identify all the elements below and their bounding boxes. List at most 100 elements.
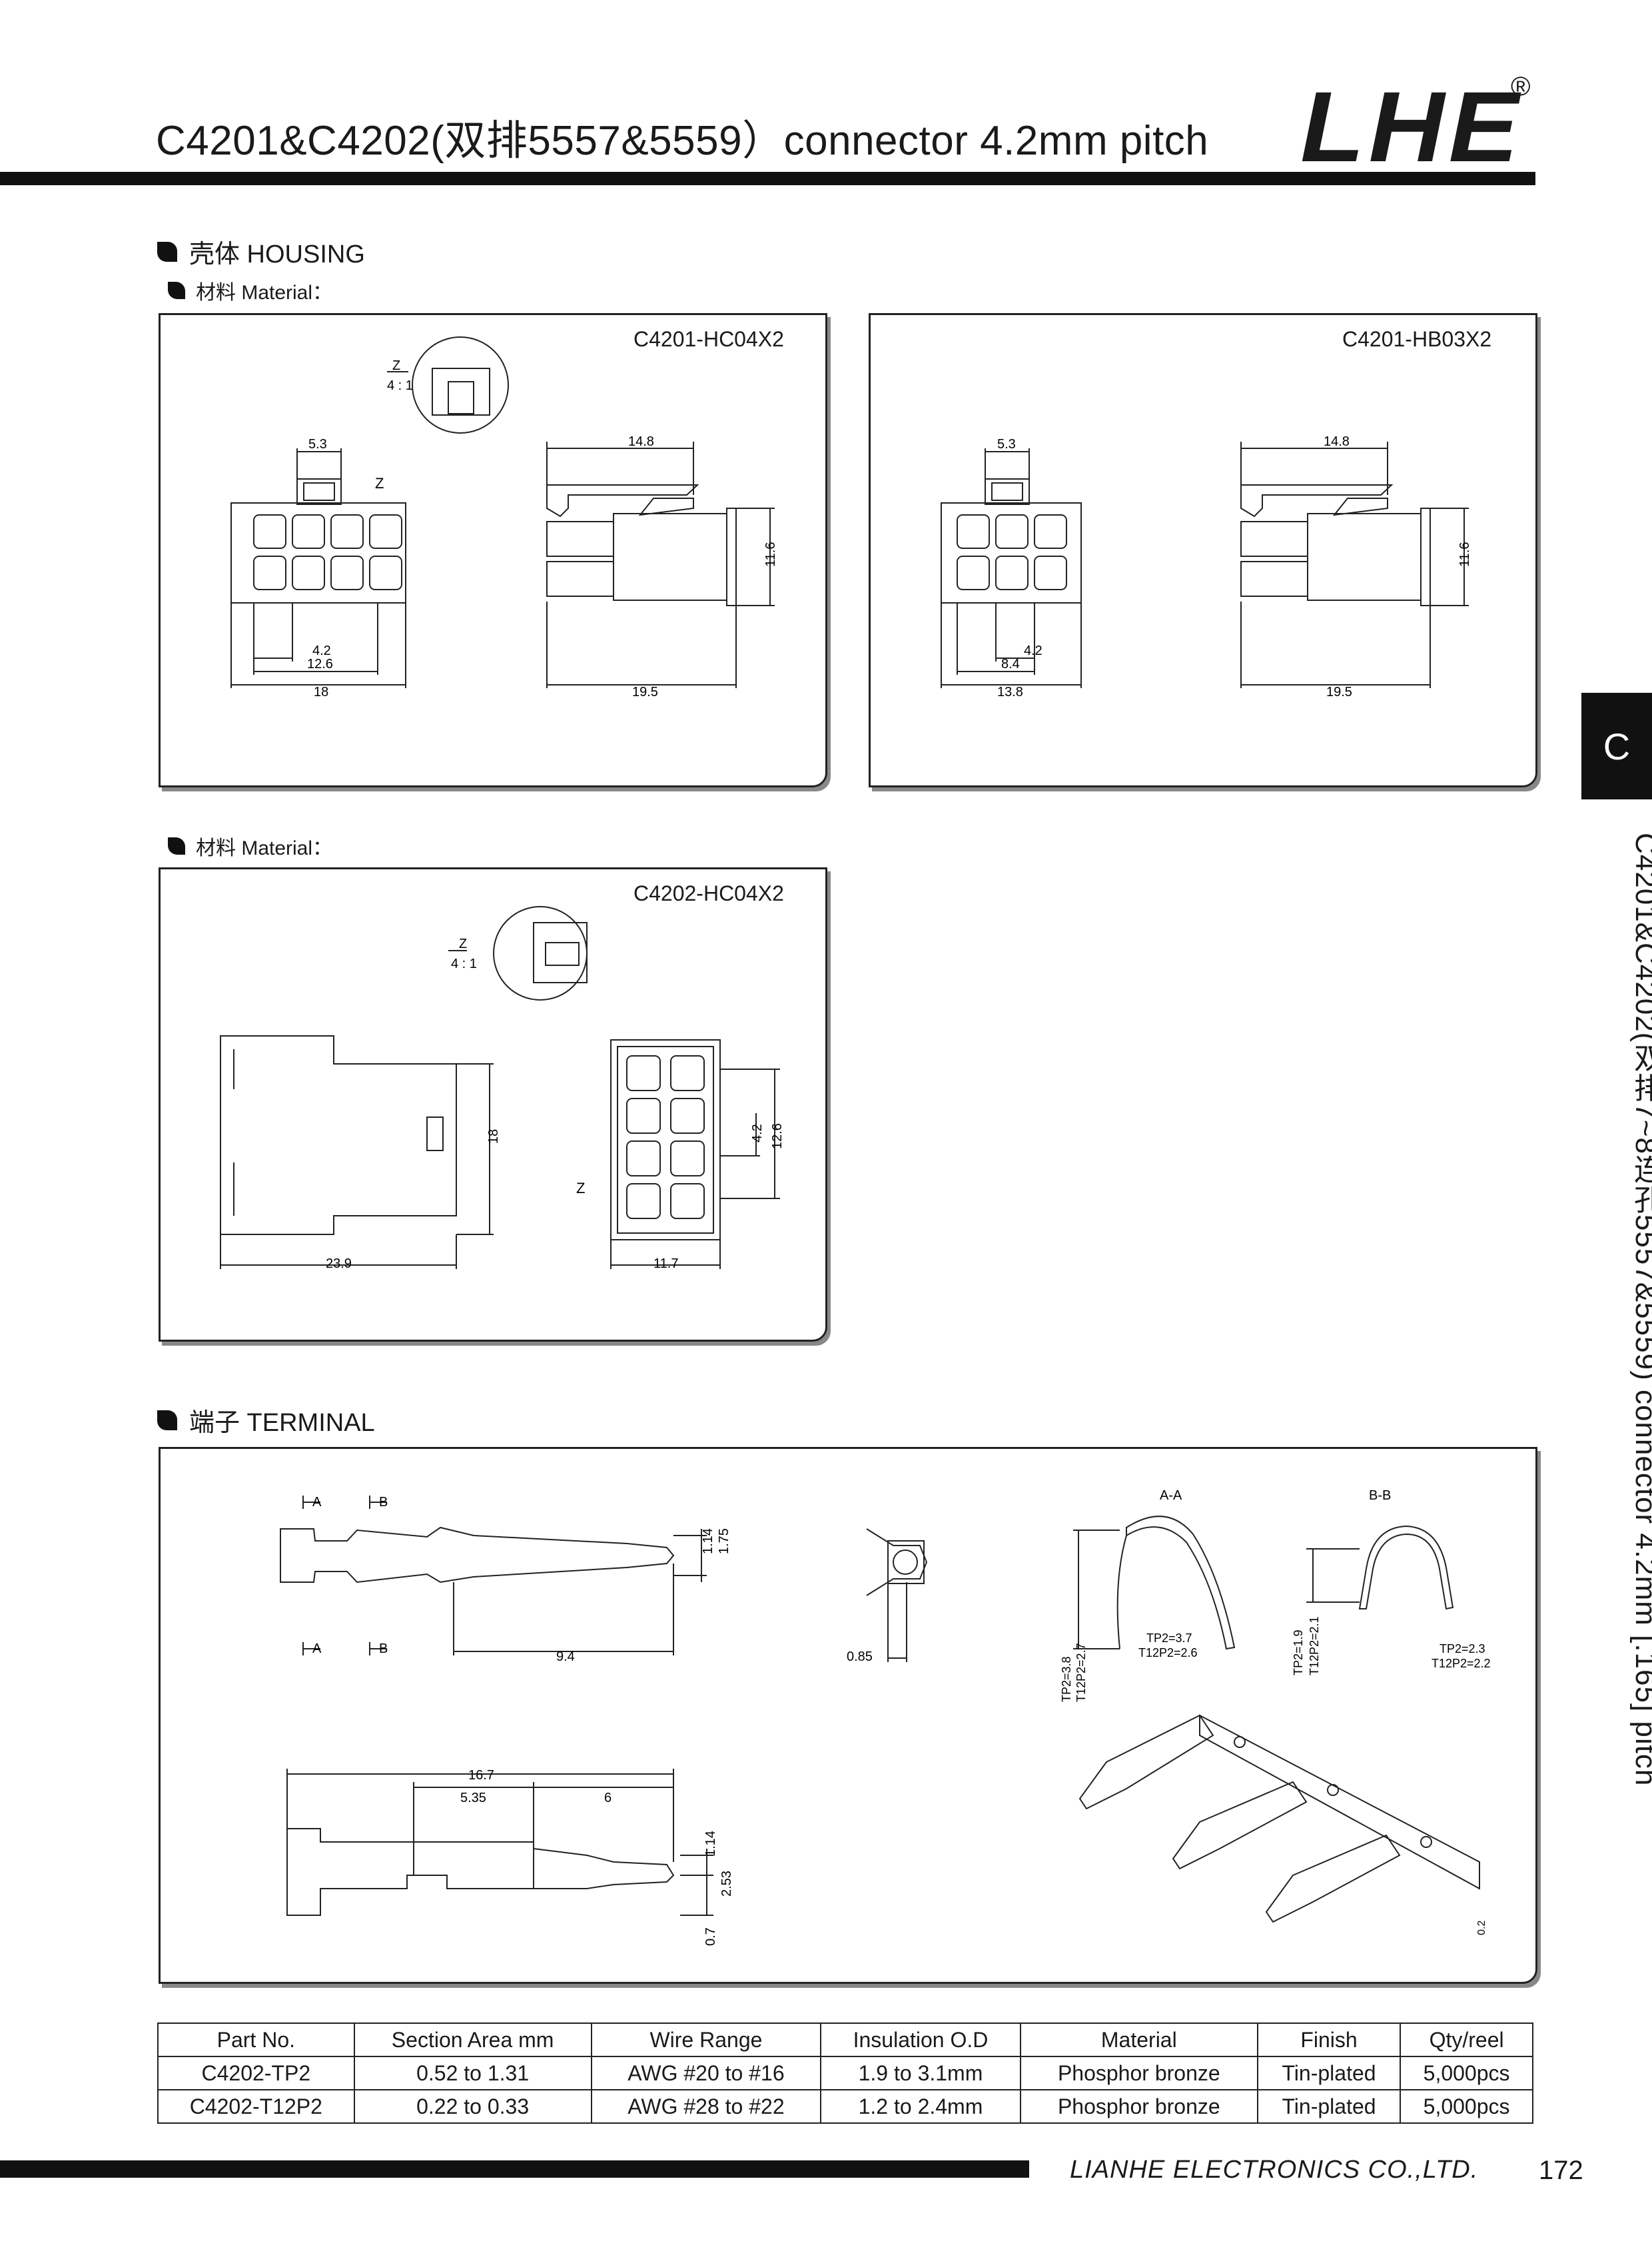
section-marker: B — [379, 1495, 388, 1510]
leaf-bullet-icon — [168, 282, 185, 299]
section-label: A-A — [1160, 1488, 1182, 1503]
spec-table: Part No. Section Area mm Wire Range Insu… — [157, 2022, 1533, 2124]
table-cell: C4202-T12P2 — [157, 2089, 355, 2124]
dim-label: 8.4 — [1001, 657, 1020, 672]
dim-label: 4.2 — [312, 644, 331, 658]
dim-label: TP2=3.8 — [1060, 1656, 1073, 1702]
leaf-bullet-icon — [157, 241, 177, 262]
dim-label: 14.8 — [1324, 434, 1350, 449]
dim-label: 5.3 — [997, 437, 1016, 452]
leaf-bullet-icon — [168, 837, 185, 855]
dim-label: 0.7 — [703, 1927, 718, 1946]
section-label: B-B — [1369, 1488, 1391, 1503]
terminal-panel: A B A B 1.14 1.75 9.4 0.85 A-A B-B TP2=3… — [159, 1447, 1537, 1984]
part-code: C4201-HB03X2 — [1342, 327, 1492, 351]
dim-label: TP2=2.3 — [1440, 1642, 1485, 1655]
dim-label: 5.35 — [460, 1791, 486, 1805]
dim-label: 12.6 — [770, 1123, 785, 1149]
dim-label: T12P2=2.6 — [1138, 1646, 1198, 1659]
housing-heading: 壳体 HOUSING — [157, 233, 365, 270]
dim-label: 11.6 — [1457, 542, 1472, 567]
vertical-title: C4201&C4202(双排7~8连孔5557&5559) connector … — [1629, 833, 1652, 1787]
dim-label: 19.5 — [1326, 685, 1352, 699]
dim-label: 1.14 — [703, 1831, 718, 1857]
dim-label: 6 — [604, 1791, 612, 1805]
footer-rule — [0, 2160, 1029, 2178]
section-marker: A — [312, 1641, 322, 1656]
table-row: C4202-T12P2 0.22 to 0.33 AWG #28 to #22 … — [157, 2089, 1533, 2124]
brand-logo: LHE — [1300, 71, 1523, 183]
section-marker: B — [379, 1641, 388, 1656]
registered-mark: ® — [1511, 72, 1531, 101]
part-code: C4202-HC04X2 — [633, 881, 784, 905]
dim-label: 9.4 — [556, 1649, 575, 1664]
section-tab[interactable]: C — [1581, 693, 1652, 799]
dim-label: 4.2 — [1024, 644, 1042, 658]
dim-label: TP2=3.7 — [1146, 1631, 1192, 1645]
dim-label: 11.6 — [763, 542, 778, 567]
column-header: Insulation O.D — [820, 2022, 1021, 2057]
table-cell: Tin-plated — [1256, 2056, 1402, 2090]
table-cell: AWG #20 to #16 — [590, 2056, 822, 2090]
dim-label: 4.2 — [750, 1124, 765, 1142]
material-label: 材料 Material： — [168, 276, 332, 305]
dim-label: TP2=1.9 — [1292, 1629, 1305, 1675]
table-cell: 1.9 to 3.1mm — [820, 2056, 1021, 2090]
terminal-heading: 端子 TERMINAL — [157, 1402, 375, 1438]
column-header: Finish — [1256, 2022, 1402, 2057]
dim-label: 12.6 — [307, 657, 333, 672]
page-title: C4201&C4202(双排5557&5559）connector 4.2mm … — [156, 118, 1209, 164]
detail-label: Z — [392, 358, 400, 373]
table-cell: 0.52 to 1.31 — [353, 2056, 592, 2090]
housing-drawing-1: Z 4 : 1 5.3 Z 4.2 12.6 18 14.8 11.6 19.5 — [230, 336, 778, 699]
column-header: Part No. — [157, 2022, 355, 2057]
table-cell: Tin-plated — [1256, 2089, 1402, 2124]
table-cell: 0.22 to 0.33 — [353, 2089, 592, 2124]
dim-label: 0.2 — [1476, 1921, 1487, 1935]
dim-label: 5.3 — [308, 437, 327, 452]
housing-panel-c4201-hc04x2: C4201-HC04X2 — [159, 313, 827, 787]
table-cell: 1.2 to 2.4mm — [820, 2089, 1021, 2124]
table-cell: 5,000pcs — [1400, 2056, 1533, 2090]
dim-label: 16.7 — [468, 1768, 494, 1783]
dim-label: T12P2=2.7 — [1074, 1643, 1088, 1702]
table-header-row: Part No. Section Area mm Wire Range Insu… — [157, 2022, 1533, 2057]
column-header: Material — [1019, 2022, 1258, 2057]
page-number: 172 — [1539, 2156, 1583, 2185]
table-cell: Phosphor bronze — [1019, 2089, 1258, 2124]
dim-label: Z — [375, 475, 384, 492]
dim-label: 23.9 — [326, 1256, 352, 1271]
dim-label: 0.85 — [847, 1649, 873, 1664]
dim-label: 2.53 — [719, 1871, 734, 1897]
housing-panel-c4202-hc04x2: C4202-HC04X2 — [159, 867, 827, 1342]
table-cell: C4202-TP2 — [157, 2056, 355, 2090]
part-code: C4201-HC04X2 — [633, 327, 784, 351]
dim-label: 1.75 — [717, 1528, 731, 1554]
terminal-drawing: A B A B 1.14 1.75 9.4 0.85 A-A B-B TP2=3… — [280, 1488, 1491, 1946]
table-cell: AWG #28 to #22 — [590, 2089, 822, 2124]
housing-drawing-3: Z 4 : 1 18 23.9 Z 4.2 12.6 11.7 — [220, 906, 785, 1271]
dim-label: T12P2=2.2 — [1432, 1657, 1491, 1670]
dim-label: 18 — [486, 1129, 501, 1144]
detail-scale: 4 : 1 — [451, 957, 477, 971]
header-rule — [0, 172, 1535, 185]
housing-drawing-2: 5.3 4.2 8.4 13.8 14.8 11.6 19.5 — [941, 434, 1472, 699]
dim-label: 18 — [314, 685, 328, 699]
housing-panel-c4201-hb03x2: C4201-HB03X2 — [869, 313, 1537, 787]
table-cell: 5,000pcs — [1400, 2089, 1533, 2124]
detail-scale: 4 : 1 — [387, 378, 413, 393]
column-header: Wire Range — [590, 2022, 822, 2057]
company-name: LIANHE ELECTRONICS CO.,LTD. — [1070, 2156, 1479, 2184]
material-label-text: 材料 Material： — [196, 282, 333, 304]
leaf-bullet-icon — [157, 1410, 177, 1430]
column-header: Section Area mm — [353, 2022, 592, 2057]
detail-label: Z — [459, 937, 467, 951]
column-header: Qty/reel — [1400, 2022, 1533, 2057]
material-label-text: 材料 Material： — [196, 837, 333, 859]
material-label: 材料 Material： — [168, 831, 332, 861]
section-marker: A — [312, 1495, 322, 1510]
dim-label: 11.7 — [653, 1256, 678, 1271]
dim-label: Z — [576, 1180, 585, 1196]
housing-heading-text: 壳体 HOUSING — [189, 240, 365, 268]
dim-label: 1.14 — [701, 1528, 715, 1554]
